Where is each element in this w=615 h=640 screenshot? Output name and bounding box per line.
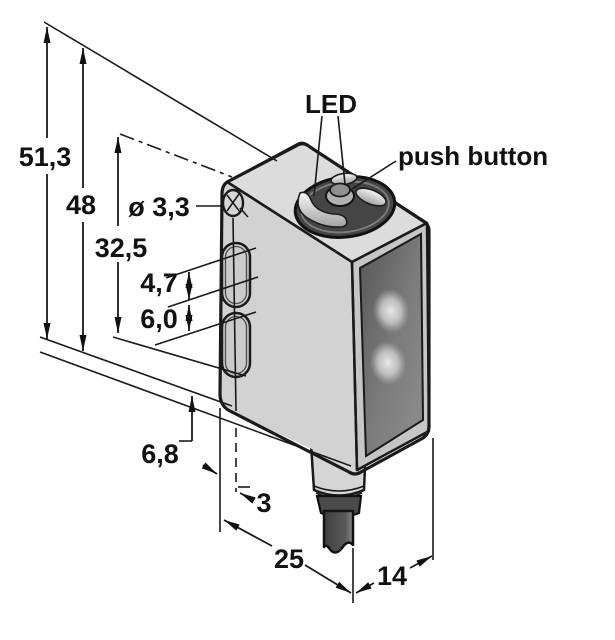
dim-label-6-0: 6,0 [140, 304, 178, 334]
lens-upper [372, 289, 410, 333]
led-window-right [355, 187, 387, 207]
dim-6-8 [179, 396, 196, 442]
dim-label-48: 48 [66, 190, 96, 220]
side-face [220, 182, 357, 470]
dim-label-6-8: 6,8 [141, 439, 179, 469]
dim-32-5 [112, 137, 247, 377]
dim-6-0 [154, 305, 257, 346]
dim-label-3: 3 [256, 488, 271, 518]
cable [322, 509, 355, 554]
lens-lower [369, 341, 407, 385]
dim-label-14: 14 [377, 561, 407, 591]
sensor-body [218, 141, 431, 476]
dim-14 [355, 555, 433, 594]
dim-label-51-3: 51,3 [19, 142, 72, 172]
mounting-slot-upper [220, 241, 252, 309]
dim-25 [223, 519, 352, 594]
dim-label-4-7: 4,7 [140, 268, 178, 298]
dim-label-25: 25 [274, 544, 304, 574]
led-label: LED [305, 89, 357, 119]
led-window-left [297, 191, 348, 228]
mounting-slot-lower [220, 311, 252, 379]
push-button-label: push button [398, 141, 548, 171]
led-leader-right [337, 115, 346, 185]
mounting-hole [221, 188, 249, 218]
labels: 51,3 48 32,5 ø 3,3 4,7 6,0 6,8 3 25 14 L… [19, 89, 548, 591]
dimension-lines [39, 21, 434, 603]
dim-label-hole-diameter: ø 3,3 [128, 192, 190, 222]
led-leader-left [313, 115, 323, 197]
dim-3 [201, 462, 256, 504]
push-button-leader [351, 160, 397, 190]
dim-label-32-5: 32,5 [95, 233, 148, 263]
dim-4-7 [165, 247, 259, 308]
slot-centerline [232, 217, 237, 412]
